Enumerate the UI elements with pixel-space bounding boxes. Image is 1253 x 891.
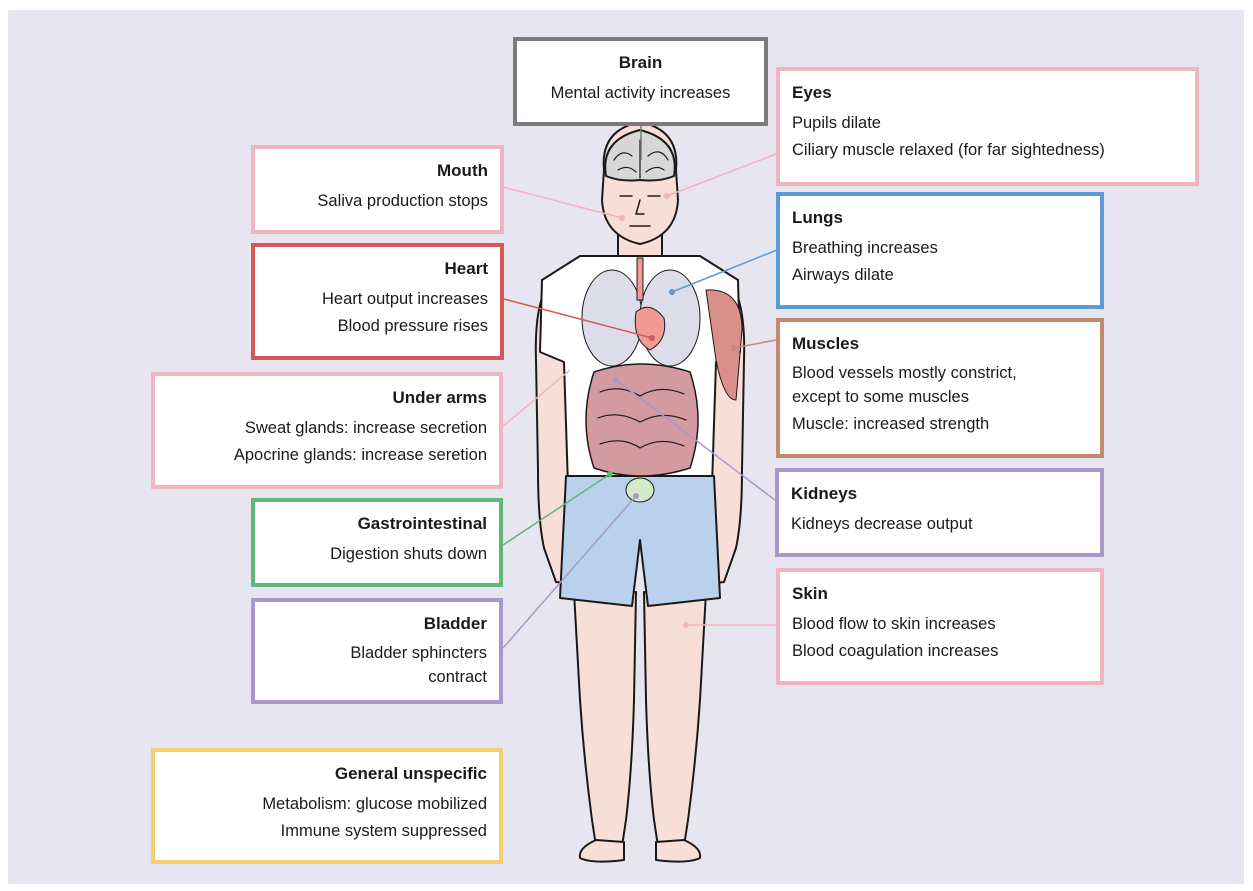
muscles-title: Muscles	[792, 330, 1088, 357]
eyes-title: Eyes	[792, 79, 1183, 106]
bladder-line-1: Bladder sphincters	[267, 641, 487, 665]
skin-title: Skin	[792, 580, 1088, 607]
eyes-line-1: Pupils dilate	[792, 110, 1183, 137]
skin-box: Skin Blood flow to skin increases Blood …	[776, 568, 1104, 685]
eyes-box: Eyes Pupils dilate Ciliary muscle relaxe…	[776, 67, 1199, 186]
muscles-line-2: except to some muscles	[792, 385, 1088, 409]
bladder-organ	[626, 478, 654, 502]
brain-line-1: Mental activity increases	[529, 80, 752, 107]
brain-box: Brain Mental activity increases	[513, 37, 768, 126]
mouth-title: Mouth	[267, 157, 488, 184]
gastrointestinal-box: Gastrointestinal Digestion shuts down	[251, 498, 503, 587]
right-foot	[656, 840, 700, 862]
bladder-line-2: contract	[267, 665, 487, 689]
heart-line-1: Heart output increases	[267, 286, 488, 313]
under-arms-line-1: Sweat glands: increase secretion	[167, 415, 487, 442]
under-arms-box: Under arms Sweat glands: increase secret…	[151, 372, 503, 489]
general-unspecific-box: General unspecific Metabolism: glucose m…	[151, 748, 503, 864]
skin-line-2: Blood coagulation increases	[792, 638, 1088, 665]
lungs-title: Lungs	[792, 204, 1088, 231]
kidneys-title: Kidneys	[791, 480, 1088, 507]
general-unspecific-title: General unspecific	[167, 760, 487, 787]
heart-box: Heart Heart output increases Blood press…	[251, 243, 504, 360]
kidneys-line-1: Kidneys decrease output	[791, 511, 1088, 538]
mouth-box: Mouth Saliva production stops	[251, 145, 504, 234]
lungs-line-2: Airways dilate	[792, 262, 1088, 289]
gastrointestinal-line-1: Digestion shuts down	[267, 541, 487, 568]
heart-line-2: Blood pressure rises	[267, 313, 488, 340]
left-leg	[574, 592, 636, 846]
muscles-line-3: Muscle: increased strength	[792, 409, 1088, 439]
under-arms-line-2: Apocrine glands: increase seretion	[167, 442, 487, 469]
right-leg	[644, 592, 706, 846]
bladder-title: Bladder	[267, 610, 487, 637]
body-figure	[536, 122, 744, 862]
heart-title: Heart	[267, 255, 488, 282]
muscles-line-1: Blood vessels mostly constrict,	[792, 361, 1088, 385]
lungs-line-1: Breathing increases	[792, 235, 1088, 262]
left-foot	[580, 840, 624, 862]
muscles-box: Muscles Blood vessels mostly constrict, …	[776, 318, 1104, 458]
general-unspecific-line-2: Immune system suppressed	[167, 818, 487, 845]
skin-line-1: Blood flow to skin increases	[792, 611, 1088, 638]
connector-eyes	[667, 154, 776, 196]
kidneys-box: Kidneys Kidneys decrease output	[775, 468, 1104, 557]
trachea	[637, 258, 643, 300]
lungs-box: Lungs Breathing increases Airways dilate	[776, 192, 1104, 309]
brain-title: Brain	[529, 49, 752, 76]
lung-left	[582, 270, 642, 366]
mouth-line-1: Saliva production stops	[267, 188, 488, 215]
bladder-box: Bladder Bladder sphincters contract	[251, 598, 503, 704]
under-arms-title: Under arms	[167, 384, 487, 411]
eyes-line-2: Ciliary muscle relaxed (for far sightedn…	[792, 137, 1183, 164]
gastrointestinal-title: Gastrointestinal	[267, 510, 487, 537]
general-unspecific-line-1: Metabolism: glucose mobilized	[167, 791, 487, 818]
intestines	[586, 364, 698, 476]
